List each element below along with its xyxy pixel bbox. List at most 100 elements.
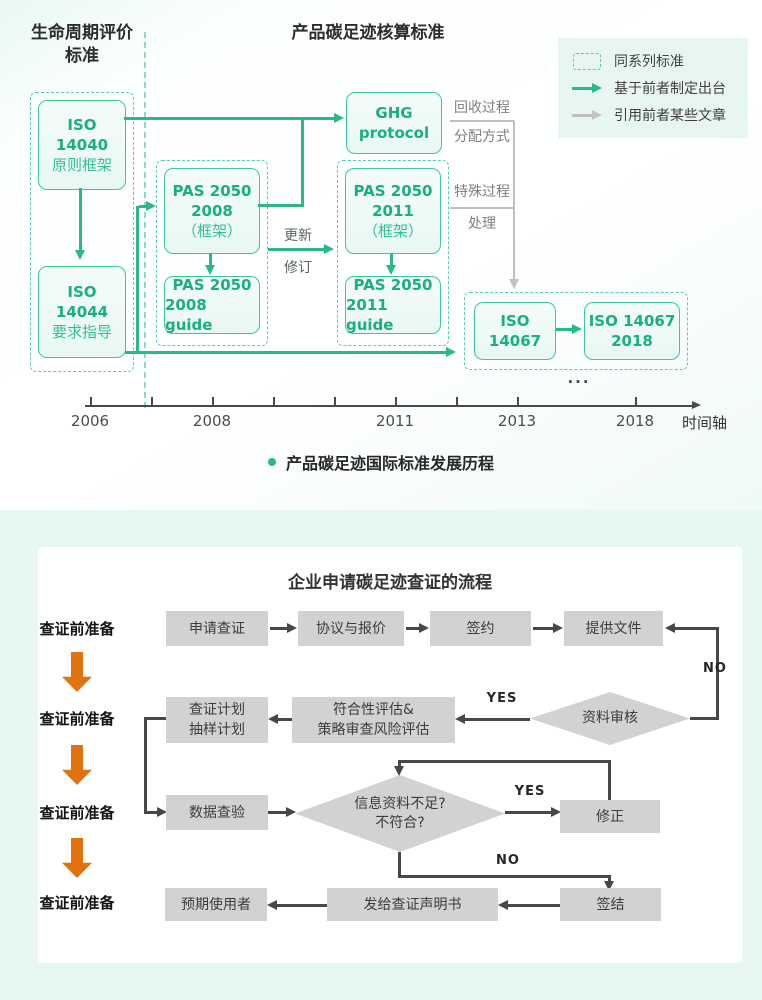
arrowhead xyxy=(572,324,582,334)
flow-box-sign-contract: 签约 xyxy=(430,611,531,646)
no2-h xyxy=(398,875,611,878)
timeline-tick xyxy=(395,397,397,405)
heading-pcf-standard: 产品碳足迹核算标准 xyxy=(291,23,445,43)
timeline-tick xyxy=(273,397,275,405)
flow-box-agreement: 协议与报价 xyxy=(298,611,404,646)
flow-box-label: 数据查验 xyxy=(189,804,245,821)
flow-box-label: 修正 xyxy=(596,808,624,825)
box-subline: 要求指导 xyxy=(51,323,112,341)
branch-label-yes-2: YES xyxy=(514,784,546,799)
flow-box-close: 签结 xyxy=(560,888,661,921)
branch-label-no-2: NO xyxy=(496,853,520,868)
box-line: ISO xyxy=(67,116,97,134)
connector-pas2008-branch-v xyxy=(301,120,304,207)
gray-arrow-icon xyxy=(572,107,602,123)
ghg-ref-treat: 处理 xyxy=(468,216,496,232)
arrowhead xyxy=(287,623,297,633)
arrowhead xyxy=(509,279,519,289)
year-label-2008: 2008 xyxy=(192,412,232,430)
diamond-document-review: 资料审核 xyxy=(530,692,690,745)
caption-text: 产品碳足迹国际标准发展历程 xyxy=(285,454,494,473)
series-container-pas2050-2008 xyxy=(156,160,268,346)
flow-connector xyxy=(508,904,560,907)
flow-connector xyxy=(270,627,287,630)
connector-14044-14067 xyxy=(125,351,447,354)
bullet-dot-icon xyxy=(267,458,276,466)
ref-divider xyxy=(450,120,514,122)
connector-14040-ghg xyxy=(124,117,336,120)
flow-box-label: 协议与报价 xyxy=(316,620,386,637)
legend-label: 引用前者某些文章 xyxy=(614,108,726,124)
flow-connector xyxy=(533,627,553,630)
flow-box-label: 提供文件 xyxy=(585,620,642,637)
stage-label-4: 查证前准备 xyxy=(39,894,115,912)
flow-box-label: 查证计划 xyxy=(189,702,245,718)
no2-v2 xyxy=(608,875,611,882)
diamond-label: 不符合? xyxy=(375,814,425,831)
arrowhead xyxy=(205,265,215,275)
legend-item-based-on: 基于前者制定出台 xyxy=(572,78,734,98)
legend: 同系列标准 基于前者制定出台 引用前者某些文章 xyxy=(558,38,748,138)
plan-datacheck-v xyxy=(144,717,147,814)
connector-14044-branch-v xyxy=(136,206,139,353)
orange-down-arrow-icon xyxy=(62,745,92,785)
edge-label-revise: 修订 xyxy=(284,260,312,276)
stage-label-3: 查证前准备 xyxy=(39,804,115,822)
branch-label-yes-1: YES xyxy=(486,691,518,706)
ref-divider xyxy=(450,207,514,209)
no-branch-h2 xyxy=(690,717,719,720)
ghg-ref-special: 特殊过程 xyxy=(454,184,510,200)
box-iso-14040: ISO 14040 原则框架 xyxy=(38,100,126,190)
legend-item-same-series: 同系列标准 xyxy=(572,51,734,71)
arrowhead xyxy=(498,900,508,910)
timeline-tick xyxy=(334,397,336,405)
heading-lca-standard: 生命周期评价 标准 xyxy=(18,22,146,68)
timeline-axis-label: 时间轴 xyxy=(682,414,728,432)
box-pas2050-2008: PAS 2050 2008 （框架） xyxy=(164,168,260,254)
no-branch-v xyxy=(716,627,719,720)
timeline-axis xyxy=(85,405,695,407)
feedback-h xyxy=(400,760,611,763)
dashed-box-icon xyxy=(572,53,602,70)
arrowhead xyxy=(267,900,277,910)
heading-lca-line1: 生命周期评价 xyxy=(31,23,133,43)
box-iso-14067-2018: ISO 14067 2018 xyxy=(584,302,680,360)
flow-connector xyxy=(406,627,419,630)
arrowhead xyxy=(146,201,156,211)
box-line: ISO xyxy=(500,312,530,330)
arrowhead xyxy=(268,714,278,724)
ghg-ref-alloc: 分配方式 xyxy=(454,129,510,145)
series-container-iso14067 xyxy=(464,292,688,370)
flow-box-label: 发给查证声明书 xyxy=(363,896,462,913)
heading-lca-line2: 标准 xyxy=(65,46,99,66)
box-line: PAS 2050 xyxy=(172,276,252,294)
legend-label: 同系列标准 xyxy=(614,54,684,70)
flow-box-data-check: 数据查验 xyxy=(166,795,268,830)
orange-down-arrow-icon xyxy=(62,838,92,878)
box-line: ISO xyxy=(67,283,97,301)
flowchart-card: 企业申请碳足迹查证的流程 查证前准备 查证前准备 查证前准备 查证前准备 申请查… xyxy=(38,547,742,963)
box-line: 2011 guide xyxy=(346,296,394,334)
flow-box-verification-plan: 查证计划 抽样计划 xyxy=(166,697,268,743)
series-container-pas2050-2011 xyxy=(337,160,449,346)
connector-update-revise xyxy=(268,248,326,251)
flow-box-provide-files: 提供文件 xyxy=(564,611,663,646)
box-line: GHG xyxy=(375,104,413,122)
box-line: 14044 xyxy=(55,303,109,321)
connector-14044-branch-h xyxy=(139,205,147,208)
flow-box-label: 预期使用者 xyxy=(181,896,251,913)
stage-label-1: 查证前准备 xyxy=(39,620,115,638)
arrowhead xyxy=(334,113,344,123)
box-line: 14040 xyxy=(55,136,109,154)
arrowhead xyxy=(75,250,85,260)
flowchart-title: 企业申请碳足迹查证的流程 xyxy=(288,573,492,593)
year-label-2006: 2006 xyxy=(70,412,110,430)
flow-box-intended-user: 预期使用者 xyxy=(165,888,267,921)
year-label-2018: 2018 xyxy=(615,412,655,430)
flow-box-label: 抽样计划 xyxy=(189,722,245,738)
box-iso-14067: ISO 14067 xyxy=(474,302,556,360)
flow-connector xyxy=(277,904,327,907)
flow-box-issue-statement: 发给查证声明书 xyxy=(327,888,498,921)
flow-box-label: 签结 xyxy=(596,896,625,913)
box-ghg-protocol: GHG protocol xyxy=(346,92,442,154)
